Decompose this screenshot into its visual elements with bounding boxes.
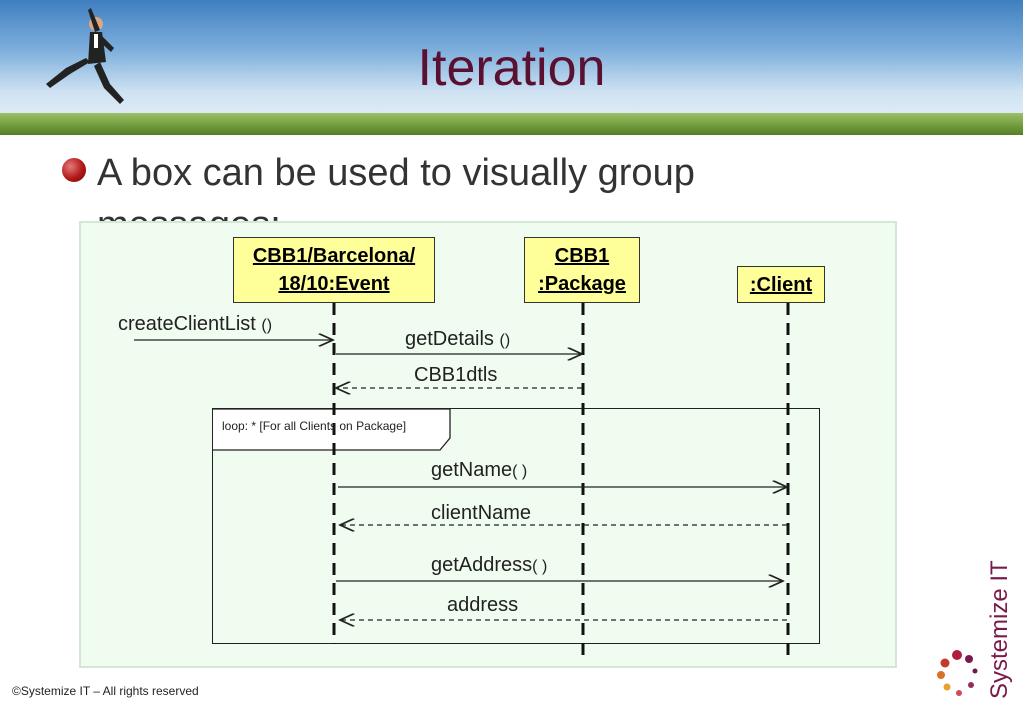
jumping-man-icon [46,8,124,104]
loop-frame [212,408,820,644]
loop-label: loop: * [For all Clients on Package] [222,419,407,433]
message-name: clientName [431,502,532,524]
systemize-logo-icon [937,650,978,696]
message-args: () [261,317,273,334]
lifeline-box-event: CBB1/Barcelona/ 18/10:Event [233,237,435,303]
message-getName: getName( ) [431,459,527,482]
lifeline-event-line2: 18/10:Event [278,273,390,295]
lifeline-box-client: :Client [737,266,825,303]
logo-text: Systemize IT [978,560,1018,703]
loop-label-tab [213,408,451,451]
logo-wordmark: Systemize IT [986,560,1013,699]
slide-title: Iteration [417,39,606,97]
message-name: createClientList [118,313,256,335]
lifeline-box-package: CBB1 :Package [524,237,640,303]
lifeline-client-line1: :Client [749,273,813,296]
message-getAddress: getAddress( ) [431,554,547,577]
message-name: getAddress [431,554,533,576]
grass-strip [0,113,1023,135]
header-banner: Iteration [0,0,1023,135]
message-name: getName [431,459,513,481]
lifeline-event-line1: CBB1/Barcelona/ [252,245,416,267]
message-name: CBB1dtls [414,364,498,386]
message-args: ( ) [512,463,528,480]
footer-copyright: ©Systemize IT – All rights reserved [12,684,199,698]
sky-background [0,0,1023,135]
message-createClientList: createClientList () [118,313,272,336]
message-args: ( ) [532,558,548,575]
message-clientName: clientName [431,502,531,525]
lifeline-package-line2: :Package [538,273,626,295]
message-name: getDetails [405,328,494,350]
lifeline-package-line1: CBB1 [554,245,610,267]
bullet-icon [62,158,86,182]
message-CBB1dtls: CBB1dtls [414,364,497,387]
message-args: () [499,332,511,349]
message-address: address [447,594,518,617]
message-getDetails: getDetails () [405,328,510,351]
message-name: address [447,594,519,616]
